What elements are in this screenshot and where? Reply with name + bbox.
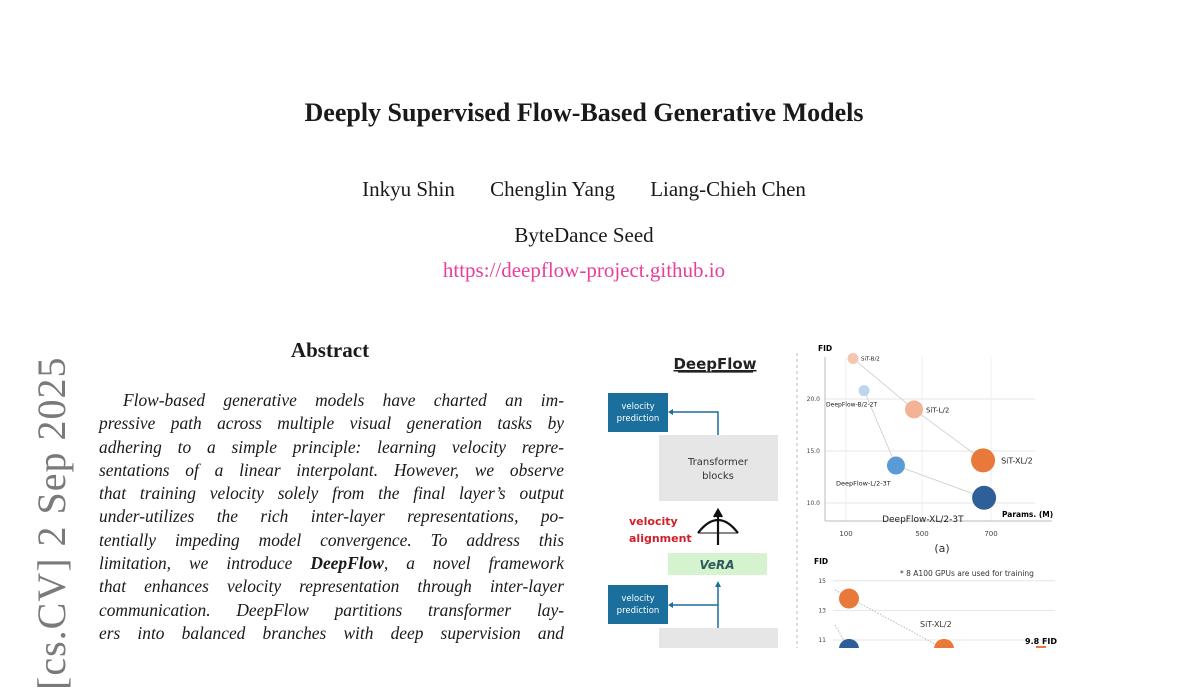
abstract-line: adhering to a simple principle: learning… <box>99 436 564 457</box>
deepflow-bold: DeepFlow <box>310 553 384 574</box>
arrow <box>670 411 719 435</box>
data-point <box>858 385 870 397</box>
point-label: DeepFlow-B/2-2T <box>826 402 877 409</box>
point-label: SiT-L/2 <box>926 406 949 414</box>
text: , a novel framework <box>383 553 564 574</box>
y-axis-label: FID <box>818 344 832 353</box>
affiliation: ByteDance Seed <box>514 223 654 247</box>
point-label: DeepFlow-L/2-3T <box>836 480 891 488</box>
x-tick-label: 700 <box>984 530 997 538</box>
transformer-block <box>659 628 778 648</box>
series-line <box>834 589 944 648</box>
abstract-line: pressive path across multiple visual gen… <box>99 413 564 434</box>
chart-params-vs-fid: 10.0 15.0 20.0 100 500 700 FID Params. (M) (a… <box>807 344 1054 555</box>
project-link[interactable]: https://deepflow-project.github.io <box>442 258 726 282</box>
y-axis-label: FID <box>814 557 828 566</box>
text: limitation, we introduce <box>99 553 311 574</box>
box-label: velocity <box>621 594 654 604</box>
x-tick-label: 100 <box>839 530 852 538</box>
abstract-line: under-utilizes the rich inter-layer repr… <box>99 506 564 527</box>
data-point <box>934 638 954 648</box>
abstract-line: Flow-based generative models have charte… <box>123 390 564 410</box>
data-point <box>886 456 905 475</box>
data-point <box>839 638 859 648</box>
paper-title: Deeply Supervised Flow-Based Generative … <box>304 98 864 127</box>
arrow <box>670 585 719 628</box>
abstract-body: Flow-based generative models have charte… <box>99 389 564 645</box>
x-tick-label: 500 <box>915 530 928 538</box>
deepflow-diagram: DeepFlow velocity prediction Transformer… <box>608 355 778 648</box>
abstract-heading: Abstract <box>290 338 370 362</box>
y-tick-label: 20.0 <box>807 396 821 403</box>
alignment-label: alignment <box>629 532 692 545</box>
vera-box <box>668 553 767 575</box>
bow-and-arrow-icon <box>697 507 739 545</box>
abstract-line: sentations of a linear interpolant. Howe… <box>99 459 564 480</box>
box-label: prediction <box>617 606 660 616</box>
transformer-block <box>659 435 778 501</box>
annotation: 9.8 FID <box>1025 637 1057 646</box>
box-label: velocity <box>621 402 654 412</box>
vera-label: VeRA <box>699 558 734 572</box>
data-point <box>905 400 924 419</box>
abstract-line: that enhances velocity representation th… <box>99 576 564 597</box>
point-label: SiT-B/2 <box>861 356 880 362</box>
author: Liang-Chieh Chen <box>650 177 806 201</box>
data-point <box>972 485 997 510</box>
x-axis-label: Params. (M) <box>1002 510 1053 519</box>
abstract-line: that training velocity solely from the f… <box>99 483 564 504</box>
data-point <box>971 448 996 473</box>
box-label: prediction <box>617 414 660 424</box>
chart-note: * 8 A100 GPUs are used for training <box>900 569 1034 578</box>
velocity-prediction-box <box>608 585 668 624</box>
abstract-line: communication. DeepFlow partitions trans… <box>99 599 564 620</box>
y-tick-label: 10.0 <box>807 500 821 507</box>
author: Chenglin Yang <box>490 177 615 201</box>
alignment-label: velocity <box>629 515 678 528</box>
velocity-prediction-box <box>608 393 668 432</box>
block-label: blocks <box>702 471 734 482</box>
author-list: Inkyu Shin Chenglin Yang Liang-Chieh Che… <box>0 177 1168 202</box>
abstract-line: limitation, we introduce DeepFlow, a nov… <box>99 552 564 575</box>
data-point <box>1036 646 1046 648</box>
chart-training-fid: 11 13 15 FID * 8 A100 GPUs are used for tr… <box>814 557 1057 648</box>
point-label: DeepFlow-XL/2-3T <box>882 515 964 525</box>
abstract-line: ers into balanced branches with deep sup… <box>99 622 564 643</box>
diagram-title: DeepFlow <box>673 355 756 373</box>
point-label: SiT-XL/2 <box>1001 456 1033 465</box>
y-tick-label: 15.0 <box>807 448 821 455</box>
block-label: Transformer <box>687 457 749 468</box>
data-point <box>839 588 859 609</box>
abstract-line: tentially impeding model convergence. To… <box>99 529 564 550</box>
series-label: SiT-XL/2 <box>920 620 952 629</box>
y-tick-label: 15 <box>818 578 826 585</box>
arrow-head <box>668 581 721 608</box>
author: Inkyu Shin <box>362 177 455 201</box>
arxiv-stamp: [cs.CV] 2 Sep 2025 <box>29 356 74 690</box>
y-tick-label: 11 <box>818 637 826 644</box>
teaser-figure: DeepFlow velocity prediction Transformer… <box>608 344 1057 648</box>
arrow-head <box>668 409 673 415</box>
y-tick-label: 13 <box>818 607 826 614</box>
chart-caption: (a) <box>934 542 949 555</box>
data-point <box>847 352 859 364</box>
